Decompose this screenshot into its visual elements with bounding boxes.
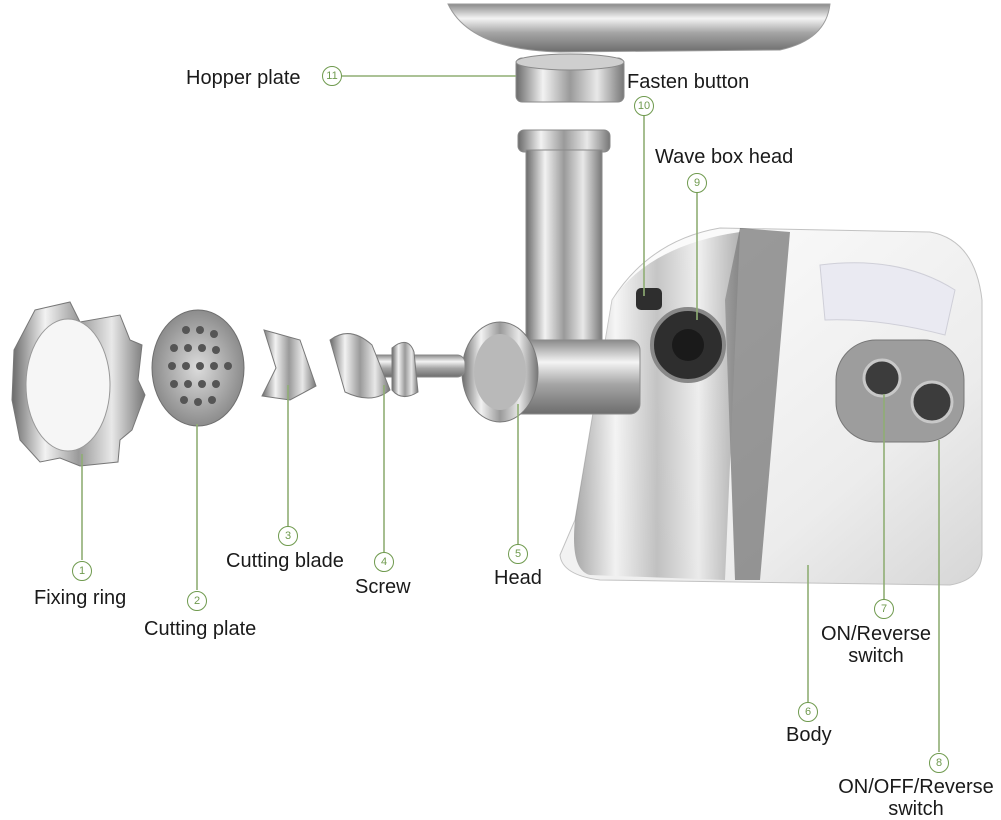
- hopper-tray: [447, 3, 831, 53]
- label-wave-box-head: Wave box head: [655, 146, 794, 168]
- screw: [329, 333, 466, 399]
- marker-7: 7: [874, 599, 894, 619]
- label-fixing-ring: Fixing ring: [34, 587, 127, 609]
- label-cutting-plate: Cutting plate: [144, 618, 257, 640]
- marker-6: 6: [798, 702, 818, 722]
- marker-3: 3: [278, 526, 298, 546]
- marker-4: 4: [374, 552, 394, 572]
- label-hopper-plate: Hopper plate: [186, 67, 301, 89]
- label-fasten-button: Fasten button: [627, 71, 750, 93]
- label-on-off-reverse-line2: switch: [888, 798, 944, 820]
- label-on-off-reverse-switch: ON/OFF/Reverse switch: [832, 776, 1000, 820]
- grinder-head: [461, 129, 641, 423]
- marker-8: 8: [929, 753, 949, 773]
- label-on-reverse-line1: ON/Reverse: [820, 623, 932, 645]
- label-screw: Screw: [355, 576, 411, 598]
- marker-11: 11: [322, 66, 342, 86]
- label-on-off-reverse-line1: ON/OFF/Reverse: [838, 776, 994, 798]
- label-body: Body: [786, 724, 832, 746]
- label-on-reverse-line2: switch: [848, 645, 904, 667]
- label-on-reverse-switch: ON/Reverse switch: [812, 623, 940, 667]
- fasten-button: [636, 288, 662, 310]
- marker-9: 9: [687, 173, 707, 193]
- marker-1: 1: [72, 561, 92, 581]
- hopper-plate: [515, 53, 625, 103]
- label-head: Head: [494, 567, 542, 589]
- fixing-ring: [11, 301, 146, 467]
- leader-lines: [81, 75, 940, 752]
- cutting-plate: [151, 309, 245, 427]
- marker-10: 10: [634, 96, 654, 116]
- cutting-blade: [261, 329, 317, 401]
- wave-box-head: [650, 307, 726, 383]
- marker-2: 2: [187, 591, 207, 611]
- label-cutting-blade: Cutting blade: [226, 550, 344, 572]
- marker-5: 5: [508, 544, 528, 564]
